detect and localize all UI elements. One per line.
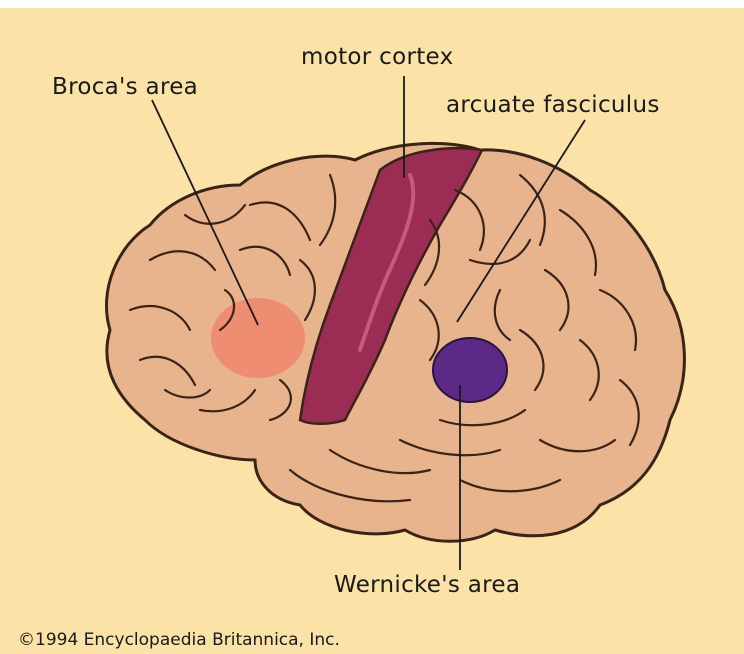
copyright-credit: ©1994 Encyclopaedia Britannica, Inc.	[18, 630, 340, 650]
brocas-area-region	[211, 298, 305, 378]
wernickes-area-label: Wernicke's area	[334, 572, 520, 598]
motor-cortex-label: motor cortex	[301, 44, 453, 70]
brocas-area-label: Broca's area	[52, 74, 198, 100]
wernickes-area-region	[433, 338, 507, 402]
arcuate-fasciculus-label: arcuate fasciculus	[446, 92, 660, 118]
